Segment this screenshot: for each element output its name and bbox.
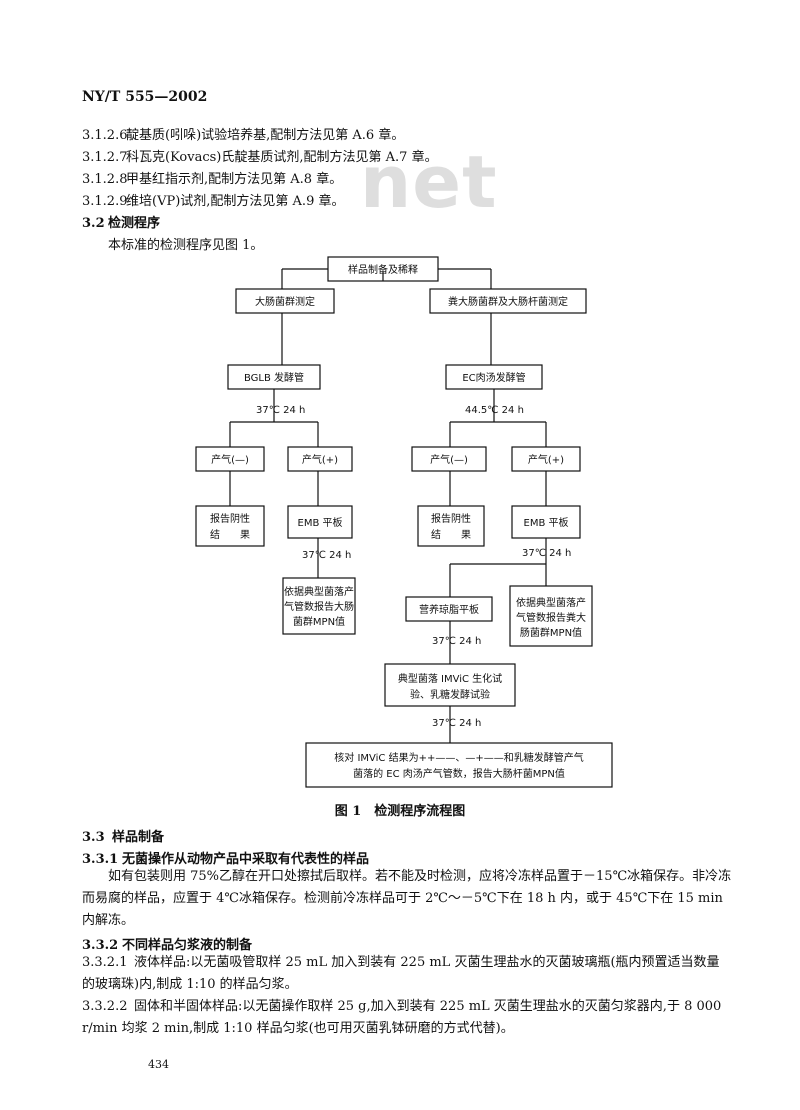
flow-left-mpn-2: 气管数报告大肠	[284, 600, 354, 613]
item-number: 3.1.2.8	[82, 172, 128, 187]
box-bglb	[227, 364, 321, 390]
flow-report-neg-left-2: 结 果	[210, 528, 250, 541]
clause-number: 3.3.2.1	[82, 955, 128, 970]
flow-cond-right-2: 37℃ 24 h	[522, 548, 571, 559]
flow-bglb-label: BGLB 发酵管	[244, 371, 304, 384]
box-coliform-test	[235, 288, 335, 314]
box-fecal-coliform-test	[429, 288, 587, 314]
flow-cond-right-1: 44.5℃ 24 h	[465, 405, 524, 416]
box-report-neg-left	[195, 505, 265, 547]
page-number: 434	[148, 1058, 169, 1071]
item-text: 靛基质(吲哚)试验培养基,配制方法见第 A.6 章。	[126, 128, 405, 143]
flow-gas-neg-left: 产气(—)	[211, 453, 249, 466]
flow-cond-center-1: 37℃ 24 h	[432, 636, 481, 647]
flow-right-mpn-1: 依据典型菌落产	[516, 596, 586, 609]
box-ec-broth	[445, 364, 543, 390]
section-title: 无菌操作从动物产品中采取有代表性的样品	[122, 852, 370, 867]
flow-gas-neg-right: 产气(—)	[430, 453, 468, 466]
section-heading-3-3: 3.3 样品制备	[82, 826, 164, 845]
watermark-text: net	[360, 140, 498, 224]
clause-text: 固体和半固体样品:以无菌操作取样 25 g,加入到装有 225 mL 灭菌生理盐…	[82, 999, 722, 1036]
flow-imvic-2: 验、乳糖发酵试验	[410, 688, 490, 701]
flow-cond-left-2: 37℃ 24 h	[302, 550, 351, 561]
item-3-1-2-6: 3.1.2.6靛基质(吲哚)试验培养基,配制方法见第 A.6 章。	[82, 124, 404, 143]
box-gas-pos-left	[287, 446, 353, 472]
section-title: 检测程序	[108, 216, 161, 231]
flow-right-mpn-2: 气管数报告粪大	[516, 611, 586, 624]
box-final-report	[305, 742, 613, 788]
flow-left-mpn-1: 依据典型菌落产	[284, 585, 354, 598]
flow-gas-pos-right: 产气(+)	[528, 453, 564, 466]
item-text: 维培(VP)试剂,配制方法见第 A.9 章。	[126, 194, 345, 209]
item-number: 3.1.2.9	[82, 194, 128, 209]
flow-right-branch-label: 粪大肠菌群及大肠杆菌测定	[448, 295, 568, 308]
flow-report-neg-left-1: 报告阴性	[210, 512, 250, 525]
flow-emb-right: EMB 平板	[524, 516, 569, 529]
item-number: 3.1.2.7	[82, 150, 128, 165]
box-emb-left	[287, 505, 353, 539]
document-code: NY/T 555—2002	[82, 89, 208, 105]
item-text: 甲基红指示剂,配制方法见第 A.8 章。	[126, 172, 343, 187]
item-3-1-2-8: 3.1.2.8甲基红指示剂,配制方法见第 A.8 章。	[82, 168, 342, 187]
flow-report-neg-right-1: 报告阴性	[431, 512, 471, 525]
clause-text: 液体样品:以无菌吸管取样 25 mL 加入到装有 225 mL 灭菌生理盐水的灭…	[82, 955, 720, 992]
flow-left-branch-label: 大肠菌群测定	[255, 295, 315, 308]
flow-cond-left-1: 37℃ 24 h	[256, 405, 305, 416]
flow-report-neg-right-2: 结 果	[431, 528, 471, 541]
section-intro: 本标准的检测程序见图 1。	[108, 238, 264, 253]
flow-emb-left: EMB 平板	[298, 516, 343, 529]
section-number: 3.3.2	[82, 938, 119, 953]
box-right-mpn	[509, 585, 593, 647]
flow-imvic-1: 典型菌落 IMViC 生化试	[398, 672, 502, 685]
flow-cond-center-2: 37℃ 24 h	[432, 718, 481, 729]
item-3-1-2-7: 3.1.2.7科瓦克(Kovacs)氏靛基质试剂,配制方法见第 A.7 章。	[82, 146, 438, 165]
section-title: 样品制备	[112, 830, 165, 845]
section-number: 3.2	[82, 216, 105, 231]
figure-caption: 图 1 检测程序流程图	[334, 804, 466, 819]
flow-final-1: 核对 IMViC 结果为++——、—+——和乳糖发酵管产气	[334, 751, 583, 764]
item-text: 科瓦克(Kovacs)氏靛基质试剂,配制方法见第 A.7 章。	[126, 150, 438, 165]
box-imvic	[384, 663, 516, 707]
flow-top-label: 样品制备及稀释	[348, 263, 418, 276]
item-3-1-2-9: 3.1.2.9维培(VP)试剂,配制方法见第 A.9 章。	[82, 190, 344, 209]
clause-number: 3.3.2.2	[82, 999, 128, 1014]
box-gas-neg-right	[411, 446, 487, 472]
box-report-neg-right	[417, 505, 485, 547]
flow-ec-label: EC肉汤发酵管	[462, 371, 525, 384]
box-left-mpn	[282, 577, 356, 635]
flow-right-mpn-3: 肠菌群MPN值	[520, 626, 582, 639]
section-number: 3.3.1	[82, 852, 119, 867]
flow-final-2: 菌落的 EC 肉汤产气管数，报告大肠杆菌MPN值	[353, 767, 565, 780]
box-nutrient-agar	[405, 596, 493, 622]
section-number: 3.3	[82, 830, 105, 845]
flow-agar: 营养琼脂平板	[419, 603, 479, 616]
item-number: 3.1.2.6	[82, 128, 128, 143]
paragraph-3-3-1: 如有包装则用 75%乙醇在开口处擦拭后取样。若不能及时检测，应将冷冻样品置于－1…	[82, 869, 732, 928]
section-title: 不同样品匀浆液的制备	[122, 938, 253, 953]
flow-gas-pos-left: 产气(+)	[302, 453, 338, 466]
flow-left-mpn-3: 菌群MPN值	[293, 615, 345, 628]
